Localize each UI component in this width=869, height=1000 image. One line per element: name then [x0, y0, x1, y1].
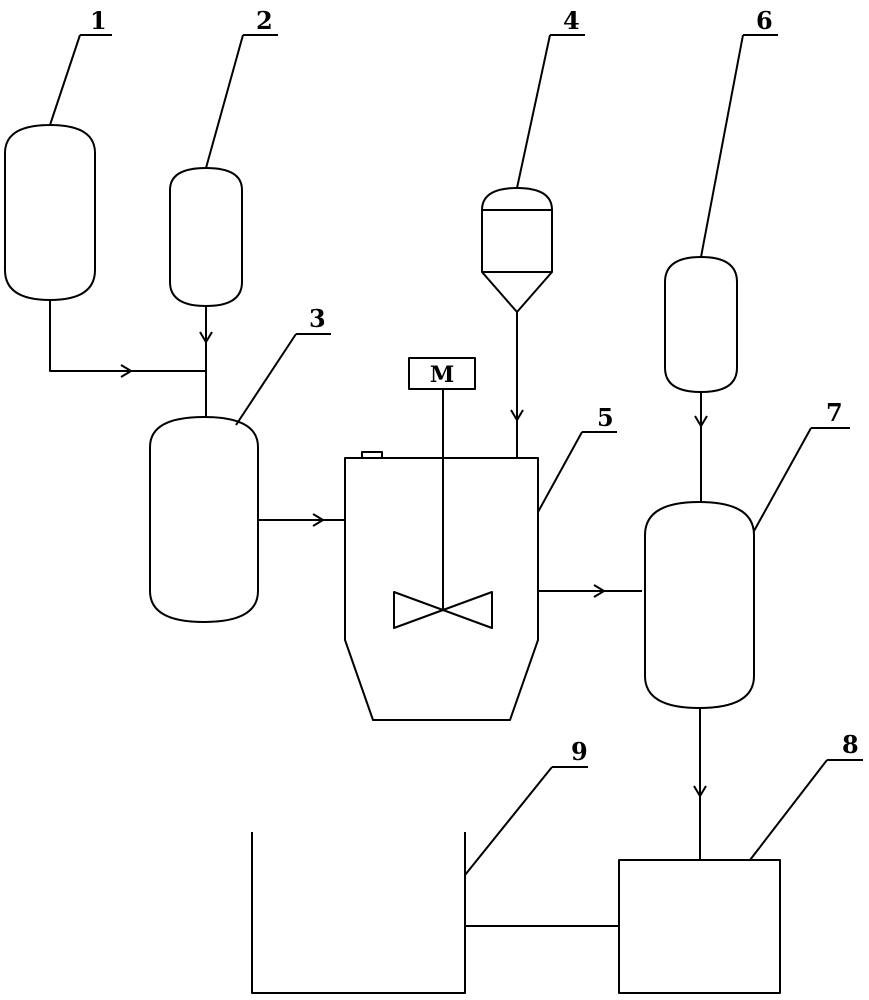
vessel-7 [644, 501, 755, 709]
hopper-4 [481, 187, 553, 313]
leader-line-2 [205, 34, 244, 169]
leader-line-9 [464, 766, 553, 876]
leader-line-6 [700, 34, 744, 258]
label-5: 5 [597, 403, 614, 432]
label-9: 9 [571, 737, 588, 766]
leader-line-7 [753, 427, 812, 532]
label-2: 2 [256, 6, 273, 35]
arrow-down-pipe-2 [199, 331, 213, 344]
label-7: 7 [826, 398, 843, 427]
vessel-3 [149, 416, 259, 623]
arrow-right-pipe-5 [593, 584, 606, 598]
vessel-6 [664, 256, 738, 393]
reactor-5 [344, 457, 539, 721]
label-1: 1 [90, 6, 107, 35]
leader-line-4 [516, 34, 551, 189]
label-8: 8 [842, 730, 859, 759]
label-6: 6 [756, 6, 773, 35]
leader-line-3 [235, 333, 297, 426]
reactor-5-nozzle [361, 451, 383, 459]
vessel-1 [4, 124, 96, 301]
motor-label: M [430, 362, 454, 388]
arrow-down-pipe-7 [693, 785, 707, 798]
arrow-down-pipe-6 [694, 415, 708, 428]
unit-8 [618, 859, 781, 994]
label-3: 3 [309, 304, 326, 333]
vessel-2 [169, 167, 243, 307]
basin-9 [251, 832, 466, 994]
label-4: 4 [563, 6, 580, 35]
leader-line-1 [49, 34, 81, 126]
agitator-impeller [393, 591, 493, 629]
arrow-right-pipe-3 [312, 513, 325, 527]
leader-line-8 [749, 759, 828, 861]
pipe-1-to-3 [49, 300, 206, 372]
leader-line-5 [537, 431, 583, 513]
arrow-down-pipe-4 [510, 409, 524, 422]
arrow-right-pipe-1 [120, 364, 133, 378]
